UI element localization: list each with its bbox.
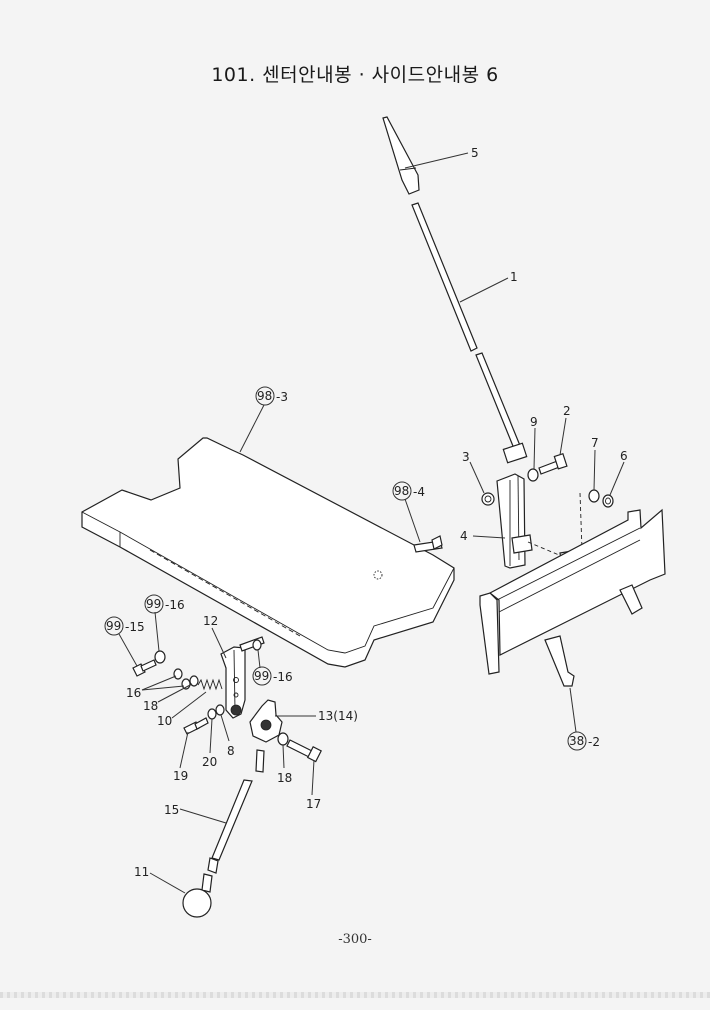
svg-text:-4: -4	[413, 485, 425, 499]
part-19-screw	[183, 717, 209, 735]
part-10-spring	[197, 678, 223, 691]
callout-2: 2	[559, 404, 571, 456]
svg-text:98: 98	[257, 389, 272, 403]
svg-text:18: 18	[143, 699, 158, 713]
callout-17: 17	[306, 759, 321, 811]
svg-text:6: 6	[620, 449, 628, 463]
part-1-center-guide-rod	[411, 202, 528, 464]
page-number: -300-	[338, 932, 372, 947]
svg-text:98: 98	[394, 484, 409, 498]
svg-text:8: 8	[227, 744, 235, 758]
part-2-screw	[538, 452, 568, 475]
part-7-washer	[588, 489, 600, 503]
part-6-nut	[602, 494, 614, 508]
part-9-washer	[527, 468, 539, 482]
callout-12: 12	[203, 614, 227, 659]
part-5-rod-tip	[382, 116, 420, 195]
callout-7: 7	[591, 436, 599, 491]
callout-99-15: 99 -15	[104, 616, 145, 667]
svg-text:-2: -2	[588, 735, 600, 749]
callout-15: 15	[164, 803, 227, 824]
svg-text:99: 99	[106, 619, 121, 633]
svg-text:20: 20	[202, 755, 217, 769]
callout-18-right: 18	[277, 744, 292, 785]
part-13-14-cam	[249, 699, 283, 743]
svg-text:99: 99	[254, 669, 269, 683]
svg-text:4: 4	[460, 529, 468, 543]
callout-99-16-right: 99 -16	[252, 649, 293, 686]
svg-text:2: 2	[563, 404, 571, 418]
callout-13-14: 13(14)	[275, 709, 358, 723]
part-17-screw	[286, 739, 322, 763]
callout-6: 6	[609, 449, 628, 496]
svg-text:3: 3	[462, 450, 470, 464]
callout-20: 20	[202, 718, 217, 769]
part-4-bracket	[496, 473, 533, 569]
callout-10: 10	[157, 691, 207, 728]
part-8-washer	[215, 704, 225, 716]
svg-text:10: 10	[157, 714, 172, 728]
part-99-16-washer-right	[252, 639, 262, 651]
svg-text:17: 17	[306, 797, 321, 811]
svg-text:1: 1	[510, 270, 518, 284]
svg-text:7: 7	[591, 436, 599, 450]
svg-text:-16: -16	[165, 598, 185, 612]
callout-98-4: 98 -4	[392, 481, 425, 543]
svg-text:-3: -3	[276, 390, 288, 404]
callout-19: 19	[173, 731, 189, 783]
callout-98-3: 98 -3	[239, 386, 288, 453]
callout-11: 11	[134, 865, 186, 894]
callout-3: 3	[462, 450, 485, 494]
callout-16: 16	[126, 675, 185, 700]
part-18-washer-left	[189, 675, 199, 687]
svg-text:16: 16	[126, 686, 141, 700]
part-99-15-screw	[132, 659, 157, 677]
callout-5: 5	[404, 146, 479, 169]
svg-text:38: 38	[569, 734, 584, 748]
part-18-washer-right	[277, 732, 289, 746]
svg-text:19: 19	[173, 769, 188, 783]
svg-text:9: 9	[530, 415, 538, 429]
svg-text:-16: -16	[273, 670, 293, 684]
svg-text:5: 5	[471, 146, 479, 160]
svg-text:18: 18	[277, 771, 292, 785]
callout-1: 1	[459, 270, 518, 303]
part-20-washer	[207, 708, 217, 720]
callout-38-2: 38 -2	[567, 687, 600, 751]
part-38-2-side-guide-bar	[479, 508, 666, 687]
part-99-16-washer-left	[154, 650, 166, 664]
page-title: 101. 센터안내봉 · 사이드안내봉 6	[211, 64, 499, 86]
svg-text:-15: -15	[125, 620, 145, 634]
callout-4: 4	[460, 529, 506, 543]
svg-text:15: 15	[164, 803, 179, 817]
part-3-nut	[481, 492, 495, 506]
part-15-knee-rod	[207, 749, 265, 874]
callout-9: 9	[530, 415, 538, 470]
callout-8: 8	[220, 714, 235, 758]
part-11-knob	[182, 873, 213, 918]
callout-99-16-top: 99 -16	[144, 594, 185, 652]
svg-text:12: 12	[203, 614, 218, 628]
svg-text:11: 11	[134, 865, 149, 879]
scan-edge-artifact	[0, 992, 710, 998]
part-98-3-base-plate	[81, 437, 455, 668]
part-98-4-pin	[413, 535, 443, 553]
svg-text:99: 99	[146, 597, 161, 611]
callout-18-left: 18	[143, 683, 193, 713]
svg-text:13(14): 13(14)	[318, 709, 358, 723]
